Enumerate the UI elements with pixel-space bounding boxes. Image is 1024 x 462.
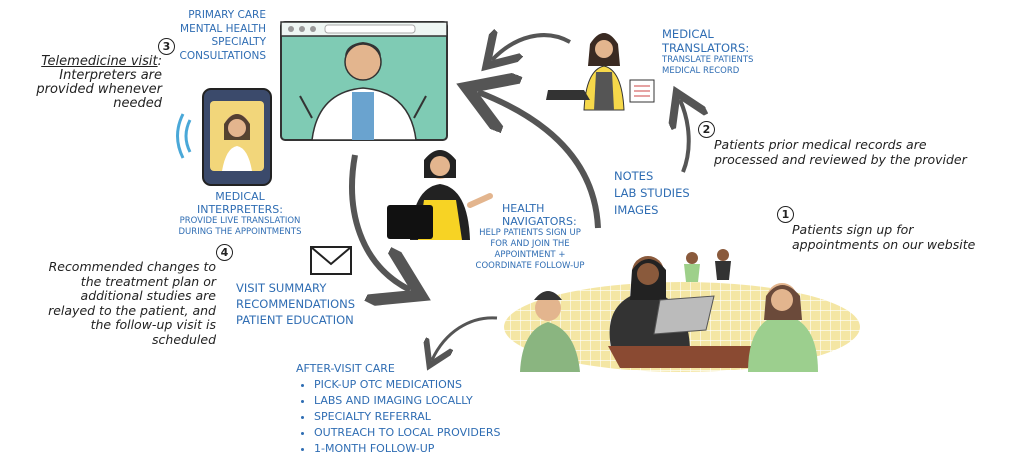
- step-4-text: Recommended changes to the treatment pla…: [48, 259, 216, 347]
- list-item: 1-MONTH FOLLOW-UP: [314, 441, 500, 457]
- step-1-badge: 1: [777, 206, 794, 223]
- patients-scene: [504, 249, 860, 372]
- services-list: PRIMARY CARE MENTAL HEALTH SPECIALTY CON…: [168, 9, 266, 63]
- envelope-icon: [310, 246, 352, 275]
- step-2-badge: 2: [698, 121, 715, 138]
- arrow-navigator-to-doctor: [478, 92, 601, 229]
- arrow-translators-to-doctor: [492, 35, 571, 60]
- step-3-line: provided whenever: [36, 82, 162, 97]
- step-3-colon: :: [157, 54, 162, 69]
- after-visit-care: AFTER-VISIT CARE PICK-UP OTC MEDICATIONS…: [296, 361, 500, 457]
- service-consultations: CONSULTATIONS: [179, 49, 266, 62]
- service-mental-health: MENTAL HEALTH: [180, 22, 266, 35]
- step-3-line: Interpreters are: [59, 68, 162, 83]
- arrow-patients-to-aftercare: [432, 316, 498, 360]
- arrow-doctor-down: [349, 154, 410, 290]
- step-4-badge: 4: [216, 244, 233, 261]
- after-visit-care-list: PICK-UP OTC MEDICATIONS LABS AND IMAGING…: [296, 377, 500, 457]
- navigators-desc: HELP PATIENTS SIGN UP FOR AND JOIN THE A…: [475, 228, 585, 271]
- step-3-text: Telemedicine visit: Interpreters are pro…: [12, 55, 162, 111]
- interpreter-phone: [176, 88, 272, 186]
- step-3-badge: 3: [158, 38, 175, 55]
- service-specialty: SPECIALTY: [211, 36, 266, 48]
- list-item: LABS AND IMAGING LOCALLY: [314, 393, 500, 409]
- list-item: PICK-UP OTC MEDICATIONS: [314, 377, 500, 393]
- step-3-heading: Telemedicine visit: [41, 54, 158, 69]
- step-1-text: Patients sign up for appointments on our…: [792, 222, 976, 252]
- doctor-video-window: [280, 21, 448, 141]
- navigator-figure: [387, 150, 493, 240]
- notes-list: NOTES LAB STUDIES IMAGES: [614, 169, 690, 217]
- service-primary-care: PRIMARY CARE: [188, 9, 266, 21]
- list-item: SPECIALTY REFERRAL: [314, 409, 500, 425]
- list-item: OUTREACH TO LOCAL PROVIDERS: [314, 425, 500, 441]
- after-visit-care-title: AFTER-VISIT CARE: [296, 362, 395, 375]
- step-2-text: Patients prior medical records are proce…: [714, 137, 967, 167]
- translator-figure: [546, 33, 655, 111]
- step-3-line: needed: [113, 96, 162, 111]
- arrow-records-up: [680, 100, 689, 173]
- visit-summary-list: VISIT SUMMARY RECOMMENDATIONS PATIENT ED…: [236, 281, 356, 327]
